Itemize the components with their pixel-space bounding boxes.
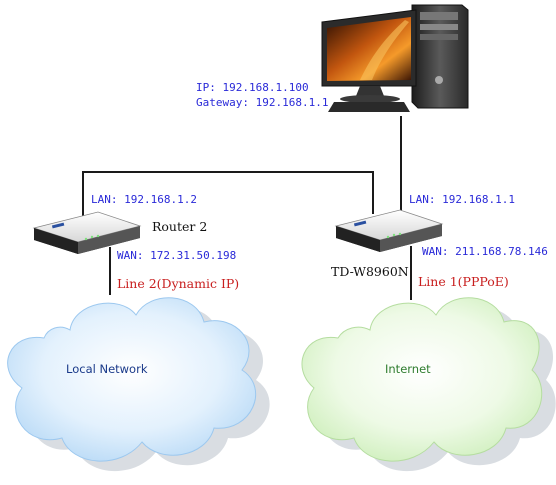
- tdw8960n-wan-label: WAN: 211.168.78.146: [422, 245, 548, 258]
- tdw8960n-lan-label: LAN: 192.168.1.1: [409, 193, 515, 206]
- local-network-label: Local Network: [66, 362, 148, 376]
- computer-ip-label: IP: 192.168.1.100: [196, 81, 309, 94]
- tdw8960n-line-label: Line 1(PPPoE): [418, 274, 509, 289]
- computer-gateway-label: Gateway: 192.168.1.1: [196, 96, 329, 109]
- lan-link-line: [82, 171, 374, 216]
- connection-lines: [82, 116, 412, 300]
- tdw8960n-name-label: TD-W8960N: [331, 264, 409, 279]
- local-network-cloud: [7, 297, 270, 472]
- router2-lan-label: LAN: 192.168.1.2: [91, 193, 197, 206]
- computer-icon: [321, 4, 469, 112]
- router2-device-icon: [32, 211, 142, 254]
- tdw8960n-device-icon: [334, 209, 444, 252]
- internet-cloud: [301, 297, 556, 472]
- internet-label: Internet: [385, 362, 431, 376]
- router2-line-label: Line 2(Dynamic IP): [117, 276, 240, 291]
- router2-name-label: Router 2: [152, 219, 208, 234]
- router2-wan-label: WAN: 172.31.50.198: [117, 249, 237, 262]
